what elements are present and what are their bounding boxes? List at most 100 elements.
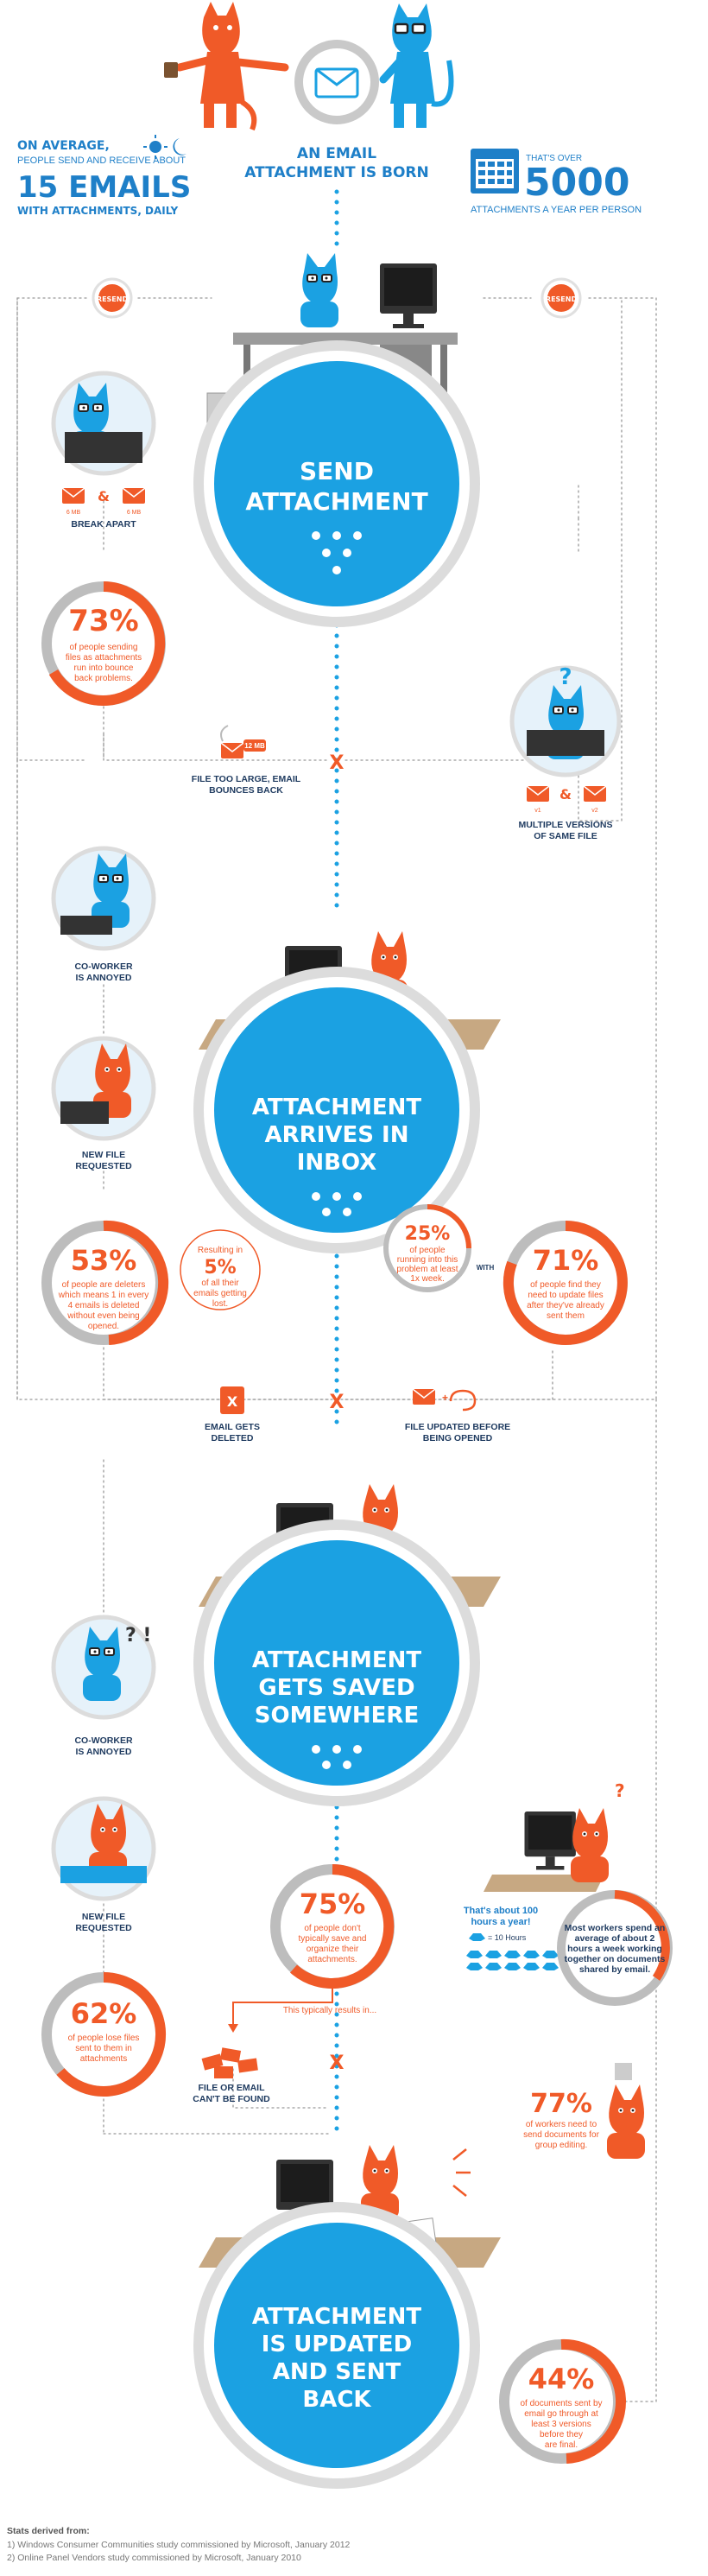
cant-find-vignette: FILE OR EMAIL CAN'T BE FOUND: [193, 2047, 270, 2104]
hour-icon: [466, 1963, 483, 1970]
with-label: WITH: [477, 1264, 495, 1272]
stat-44-line: email go through at: [524, 2409, 598, 2419]
resend-left-badge: RESEND: [92, 277, 133, 319]
header-right-stat: THAT'S OVER 5000 ATTACHMENTS A YEAR PER …: [471, 149, 642, 215]
file-too-large-vignette: 12 MB FILE TOO LARGE, EMAIL BOUNCES BACK…: [192, 725, 345, 796]
file-updated-vignette: + FILE UPDATED BEFORE BEING OPENED: [405, 1388, 510, 1443]
hours-note-line: hours a week working: [567, 1944, 662, 1954]
stat-75-line: attachments.: [307, 1955, 357, 1964]
stat-71-line: need to update files: [528, 1291, 603, 1300]
blue-cat-figure: [379, 3, 454, 128]
stat-5-value: 5%: [204, 1257, 236, 1278]
x-mark-2: X: [330, 1392, 345, 1413]
trash-x: X: [227, 1393, 238, 1410]
stat-75-line: typically save and: [299, 1934, 367, 1944]
coffee-cup-icon: [164, 62, 178, 78]
resend-right-badge: RESEND: [540, 277, 582, 319]
stage-inbox-title-1: ATTACHMENT: [252, 1094, 422, 1120]
avg-line1: ON AVERAGE,: [17, 139, 110, 153]
question-mark-icon: ?: [559, 664, 572, 690]
question-mark-icon: ?: [615, 1780, 625, 1801]
hour-icon-grid: [466, 1951, 559, 1970]
stat-25-line: of people: [409, 1246, 446, 1255]
stat-53-line: of people are deleters: [62, 1280, 146, 1290]
stat-25-ring: 25% of people running into this problem …: [383, 1204, 495, 1292]
too-large-label-1: FILE TOO LARGE, EMAIL: [192, 774, 301, 784]
over-big: 5000: [524, 161, 629, 205]
multiple-label-2: OF SAME FILE: [534, 831, 597, 841]
hours-line-2: hours a year!: [471, 1917, 530, 1927]
stat-5-line: of all their: [201, 1278, 239, 1288]
stat-53-line: without even being: [66, 1311, 139, 1321]
new-file-2-label-1: NEW FILE: [82, 1912, 125, 1922]
stat-44-line: least 3 versions: [531, 2420, 591, 2429]
hour-icon: [485, 1951, 502, 1958]
hours-note-line: together on documents: [565, 1954, 666, 1964]
avg-big: 15 EMAILS: [17, 170, 191, 205]
hours-note-line: average of about 2: [575, 1933, 655, 1944]
version-1: v1: [534, 808, 541, 814]
born-line2: ATTACHMENT IS BORN: [244, 164, 428, 181]
hour-icon: [504, 1951, 521, 1958]
resend-right-label: RESEND: [546, 295, 578, 303]
footer-title: Stats derived from:: [7, 2526, 90, 2536]
stat-44-ring: 44% of documents sent by email go throug…: [499, 2338, 627, 2464]
updated-label-2: BEING OPENED: [423, 1433, 493, 1443]
hour-icon: [504, 1963, 521, 1970]
stat-5-line: lost.: [212, 1299, 228, 1309]
stat-62-line: sent to them in: [75, 2044, 132, 2053]
deleted-label-2: DELETED: [211, 1433, 253, 1443]
resend-left-label: RESEND: [97, 295, 129, 303]
stat-5-ring: Resulting in 5% of all their emails gett…: [180, 1229, 261, 1310]
coworker-annoyed-1: CO-WORKER IS ANNOYED: [51, 846, 156, 983]
avg-line2: PEOPLE SEND AND RECEIVE ABOUT: [17, 155, 186, 166]
hour-icon: [466, 1951, 483, 1958]
paperclip-icon: [449, 1389, 477, 1412]
footer-source-1: 1) Windows Consumer Communities study co…: [7, 2540, 351, 2550]
stage-send: SEND ATTACHMENT: [193, 252, 480, 627]
stat-25-line: running into this: [397, 1255, 458, 1265]
chevron-dots-icon: [312, 531, 362, 574]
email-born-icon: [294, 40, 379, 124]
cant-find-label-1: FILE OR EMAIL: [199, 2083, 266, 2093]
coworker-1-label-2: IS ANNOYED: [76, 973, 132, 983]
x-mark-1: X: [330, 752, 345, 774]
stat-73-line: run into bounce: [74, 663, 134, 673]
stat-77-line: send documents for: [523, 2130, 599, 2140]
break-apart-vignette: & 6 MB 6 MB BREAK APART: [51, 371, 156, 530]
coworker-2-label-1: CO-WORKER: [74, 1735, 132, 1746]
hours-note-line: shared by email.: [579, 1964, 650, 1975]
stat-77-value: 77%: [530, 2089, 592, 2119]
break-apart-label: BREAK APART: [71, 519, 136, 530]
amp-sign: &: [98, 488, 110, 504]
stat-62-value: 62%: [71, 1997, 137, 2030]
chevron-dots-icon: [312, 1192, 362, 1216]
amp-sign: &: [559, 786, 572, 803]
version-2: v2: [591, 808, 598, 814]
stat-62-ring: 62% of people lose files sent to them in…: [41, 1972, 167, 2097]
papers-pile-icon: [60, 1866, 147, 1883]
stat-53-ring: 53% of people are deleters which means 1…: [41, 1220, 169, 1345]
hour-icon: [523, 1963, 540, 1970]
stage-updated-title-3: AND SENT: [273, 2359, 401, 2385]
stat-62-line: of people lose files: [68, 2034, 140, 2043]
stat-77-line: of workers need to: [526, 2120, 597, 2129]
mb-a: 6 MB: [66, 510, 81, 516]
stat-77-line: group editing.: [535, 2141, 588, 2150]
stat-75-ring: 75% of people don't typically save and o…: [270, 1864, 395, 1989]
trash-icon: [220, 1386, 244, 1414]
paperclip-icon: [220, 725, 229, 742]
new-file-1-label-2: REQUESTED: [75, 1161, 132, 1171]
stat-75-line: organize their: [307, 1945, 359, 1954]
hour-icon: [485, 1963, 502, 1970]
coworker-annoyed-2: ? ! CO-WORKER IS ANNOYED: [51, 1615, 156, 1757]
stat-62-line: attachments: [80, 2054, 127, 2064]
coworker-1-label-1: CO-WORKER: [74, 961, 132, 972]
stat-73-value: 73%: [68, 604, 138, 638]
hours-legend: = 10 Hours: [488, 1933, 527, 1942]
stage-saved-title-1: ATTACHMENT: [252, 1647, 422, 1673]
hour-icon: [523, 1951, 540, 1958]
stat-25-line: 1x week.: [410, 1274, 444, 1284]
new-file-2-label-2: REQUESTED: [75, 1923, 132, 1933]
svg-text:+: +: [442, 1392, 448, 1404]
